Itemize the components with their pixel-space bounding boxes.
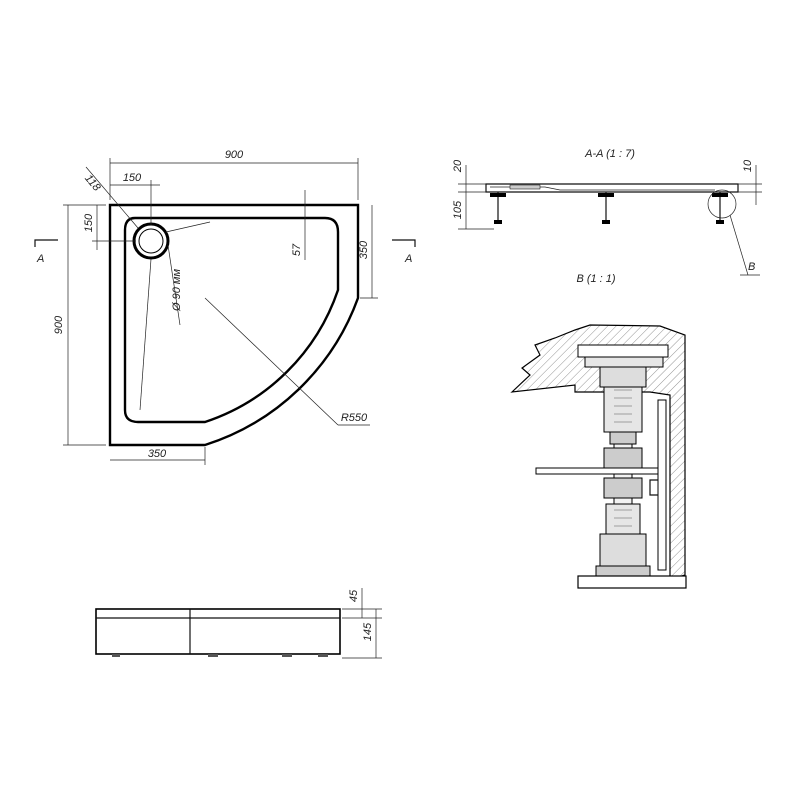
clip-hook <box>649 479 658 496</box>
detail-view: B (1 : 1) <box>510 273 687 589</box>
tray-inner-outline <box>123 216 340 424</box>
base-plate <box>577 575 687 589</box>
section-label-left: A <box>36 253 44 265</box>
leader-line <box>167 244 181 326</box>
detail-circle <box>707 189 737 219</box>
dim-350-bottom: 350 <box>148 448 167 460</box>
radius-label: R550 <box>341 412 368 424</box>
dim-900-top: 900 <box>225 149 244 161</box>
dim-350-right: 350 <box>358 240 370 259</box>
drain-section <box>509 184 541 190</box>
dim-105: 105 <box>452 200 464 219</box>
dim-20: 20 <box>452 159 464 173</box>
dim-145: 145 <box>362 622 374 641</box>
top-view: 900 150 118 900 150 57 350 350 Ø 90 мм <box>34 149 416 465</box>
plate-bracket <box>584 356 664 368</box>
dim-10: 10 <box>742 159 754 172</box>
legs <box>490 192 728 224</box>
mount-plate <box>577 344 669 358</box>
radius-leader <box>204 297 339 426</box>
panel-clip <box>657 399 667 571</box>
dim-57: 57 <box>291 243 303 256</box>
drain-diameter-label: Ø 90 мм <box>171 269 183 312</box>
dim-45: 45 <box>348 589 360 602</box>
dim-900-left: 900 <box>53 315 65 334</box>
tray-outer-outline <box>108 203 360 447</box>
dim-line-118 <box>85 166 139 229</box>
tray-side-body <box>95 608 341 655</box>
slope-line <box>139 258 152 411</box>
detail-title: B (1 : 1) <box>576 273 615 285</box>
detail-leader <box>729 214 749 276</box>
section-marker-left <box>34 239 58 247</box>
section-view: A-A (1 : 7) B 20 105 10 <box>452 148 762 276</box>
section-marker-right <box>392 239 416 247</box>
section-title: A-A (1 : 7) <box>584 148 635 160</box>
feet <box>112 654 328 657</box>
detail-label: B <box>748 261 755 273</box>
dim-150-top: 150 <box>123 172 142 184</box>
dim-150-left: 150 <box>83 213 95 232</box>
leg-assembly <box>595 366 651 577</box>
horizontal-bracket <box>535 467 665 475</box>
drain-inner <box>138 228 164 254</box>
dim-118: 118 <box>82 172 103 194</box>
side-view: 45 145 <box>95 588 382 659</box>
slope-line <box>165 221 211 233</box>
section-label-right: A <box>404 253 412 265</box>
